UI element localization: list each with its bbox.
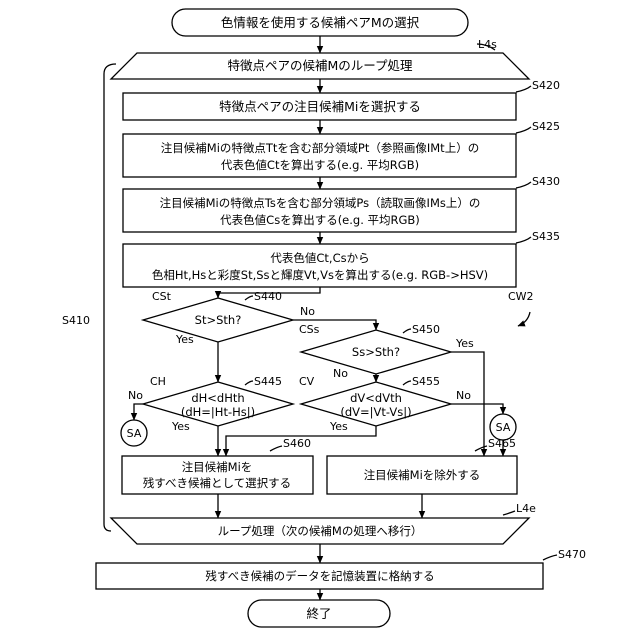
connector-sa-left-label: SA <box>127 427 142 440</box>
step-s430-line1: 注目候補Miの特徴点Tsを含む部分領域Ps（読取画像IMs上）の <box>160 196 481 210</box>
connector-sa-right-label: SA <box>496 421 511 434</box>
step-s460-line2: 残すべき候補として選択する <box>143 476 291 490</box>
loop-start-tag: L4s <box>478 38 497 51</box>
s440-yes-label: Yes <box>175 333 194 346</box>
decision-s440-label: St>Sth? <box>195 313 242 327</box>
step-s425-line1: 注目候補Miの特徴点Ttを含む部分領域Pt（参照画像IMt上）の <box>161 141 479 155</box>
decision-s450-label: Ss>Sth? <box>352 345 400 359</box>
step-s460-tag: S460 <box>283 437 311 450</box>
cw2-label: CW2 <box>508 290 534 303</box>
step-s420-label: 特徴点ペアの注目候補Miを選択する <box>219 99 421 114</box>
loop-bracket <box>104 64 116 531</box>
step-s470-tag: S470 <box>558 548 586 561</box>
decision-s440-tag: S440 <box>254 290 282 303</box>
step-s460-line1: 注目候補Miを <box>182 460 253 474</box>
step-s465-tag: S465 <box>488 437 516 450</box>
decision-s445-line2: (dH=|Ht-Hs|) <box>181 405 255 419</box>
loop-end-label: ループ処理（次の候補Mの処理へ移行） <box>218 524 423 538</box>
step-s435-line2: 色相Ht,Hsと彩度St,Ssと輝度Vt,Vsを算出する(e.g. RGB->H… <box>152 268 488 282</box>
step-s430-line2: 代表色値Csを算出する(e.g. 平均RGB) <box>220 213 420 227</box>
decision-s445-line1: dH<dHth <box>191 391 244 405</box>
s455-yes-label: Yes <box>329 420 348 433</box>
step-s420-tag: S420 <box>532 79 560 92</box>
step-s425-tag: S425 <box>532 120 560 133</box>
decision-s455-line2: (dV=|Vt-Vs|) <box>340 405 411 419</box>
decision-s455-name: CV <box>299 375 315 388</box>
s450-no-label: No <box>333 367 348 380</box>
decision-s445-tag: S445 <box>254 375 282 388</box>
loop-end-tag: L4e <box>516 502 536 515</box>
step-s470-label: 残すべき候補のデータを記憶装置に格納する <box>205 569 434 583</box>
s440-no-label: No <box>300 305 315 318</box>
start-label: 色情報を使用する候補ペアMの選択 <box>221 15 420 30</box>
decision-s445-name: CH <box>150 375 166 388</box>
step-s465-label: 注目候補Miを除外する <box>364 468 481 482</box>
step-s430-tag: S430 <box>532 175 560 188</box>
decision-s455-line1: dV<dVth <box>350 391 402 405</box>
s450-yes-label: Yes <box>455 337 474 350</box>
outer-loop-label: S410 <box>62 314 90 327</box>
decision-s440-name: CSt <box>152 290 172 303</box>
decision-s450-name: CSs <box>299 323 320 336</box>
s455-no-label: No <box>456 389 471 402</box>
s445-yes-label: Yes <box>171 420 190 433</box>
decision-s455-tag: S455 <box>412 375 440 388</box>
s445-no-label: No <box>128 389 143 402</box>
end-label: 終了 <box>306 606 331 621</box>
step-s425-line2: 代表色値Ctを算出する(e.g. 平均RGB) <box>221 158 419 172</box>
step-s435-line1: 代表色値Ct,Csから <box>270 251 369 265</box>
loop-start-label: 特徴点ペアの候補Mのループ処理 <box>227 58 413 73</box>
step-s435-tag: S435 <box>532 230 560 243</box>
decision-s450-tag: S450 <box>412 323 440 336</box>
